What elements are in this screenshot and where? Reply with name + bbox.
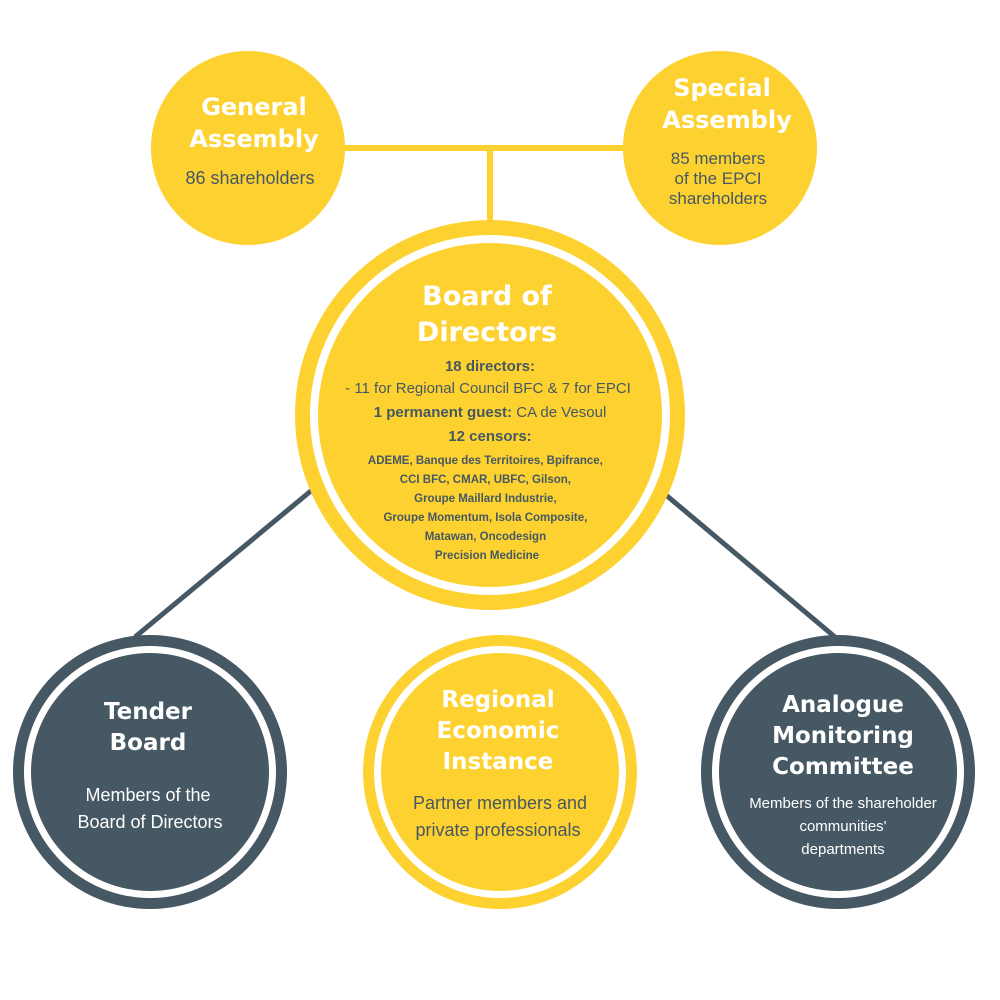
node-text: Monitoring [772, 723, 914, 749]
connector-board-analogue [658, 488, 837, 639]
node-text: 1 permanent guest: [374, 404, 512, 421]
node-text: Board of [422, 281, 552, 312]
node-text: Board [110, 730, 187, 756]
node-text: Members of the [85, 785, 210, 805]
node-text: Committee [772, 754, 914, 780]
node-text: CCI BFC, CMAR, UBFC, Gilson, [400, 474, 571, 486]
node-text: Regional [441, 687, 554, 713]
node-text: 12 censors: [448, 428, 531, 445]
node-text: Board of Directors [77, 812, 222, 832]
node-text: Analogue [782, 692, 904, 718]
node-text: Partner members and [413, 793, 587, 813]
node-text: 85 members [671, 149, 765, 168]
node-text: Groupe Momentum, Isola Composite, [383, 512, 587, 524]
node-text: Precision Medicine [435, 550, 539, 562]
node-text: communities' [799, 818, 886, 835]
node-text: Members of the shareholder [749, 795, 937, 812]
node-text: 18 directors: [445, 358, 535, 375]
node-text: private professionals [415, 820, 580, 840]
node-text: Assembly [189, 125, 319, 153]
board-of-directors-node: Board of Directors 18 directors: - 11 for… [295, 220, 685, 610]
node-text: Assembly [662, 106, 792, 134]
node-text: Directors [417, 317, 557, 348]
node-text: Special [673, 74, 771, 102]
node-text: - 11 for Regional Council BFC & 7 for EP… [345, 380, 631, 397]
node-text: 86 shareholders [185, 168, 314, 188]
node-text: Economic [437, 718, 560, 744]
node-text: CA de Vesoul [512, 404, 606, 421]
node-text: Tender [104, 699, 193, 725]
node-text: General [201, 93, 307, 121]
node-text: Groupe Maillard Industrie, [414, 493, 557, 505]
node-text: shareholders [669, 189, 767, 208]
svg-text:1 permanent guest: CA de Vesou: 1 permanent guest: CA de Vesoul [374, 404, 607, 421]
node-text: ADEME, Banque des Territoires, Bpifrance… [368, 455, 603, 467]
node-text: Matawan, Oncodesign [425, 531, 546, 543]
node-text: departments [801, 841, 884, 858]
svg-text:86 shareholders: 86 shareholders [185, 168, 314, 188]
node-text: Instance [443, 749, 554, 775]
svg-text:ADEME, Banque des Territoires,: ADEME, Banque des Territoires, Bpifrance… [368, 455, 606, 562]
connector-board-tender [133, 488, 314, 639]
node-text: of the EPCI [675, 169, 762, 188]
